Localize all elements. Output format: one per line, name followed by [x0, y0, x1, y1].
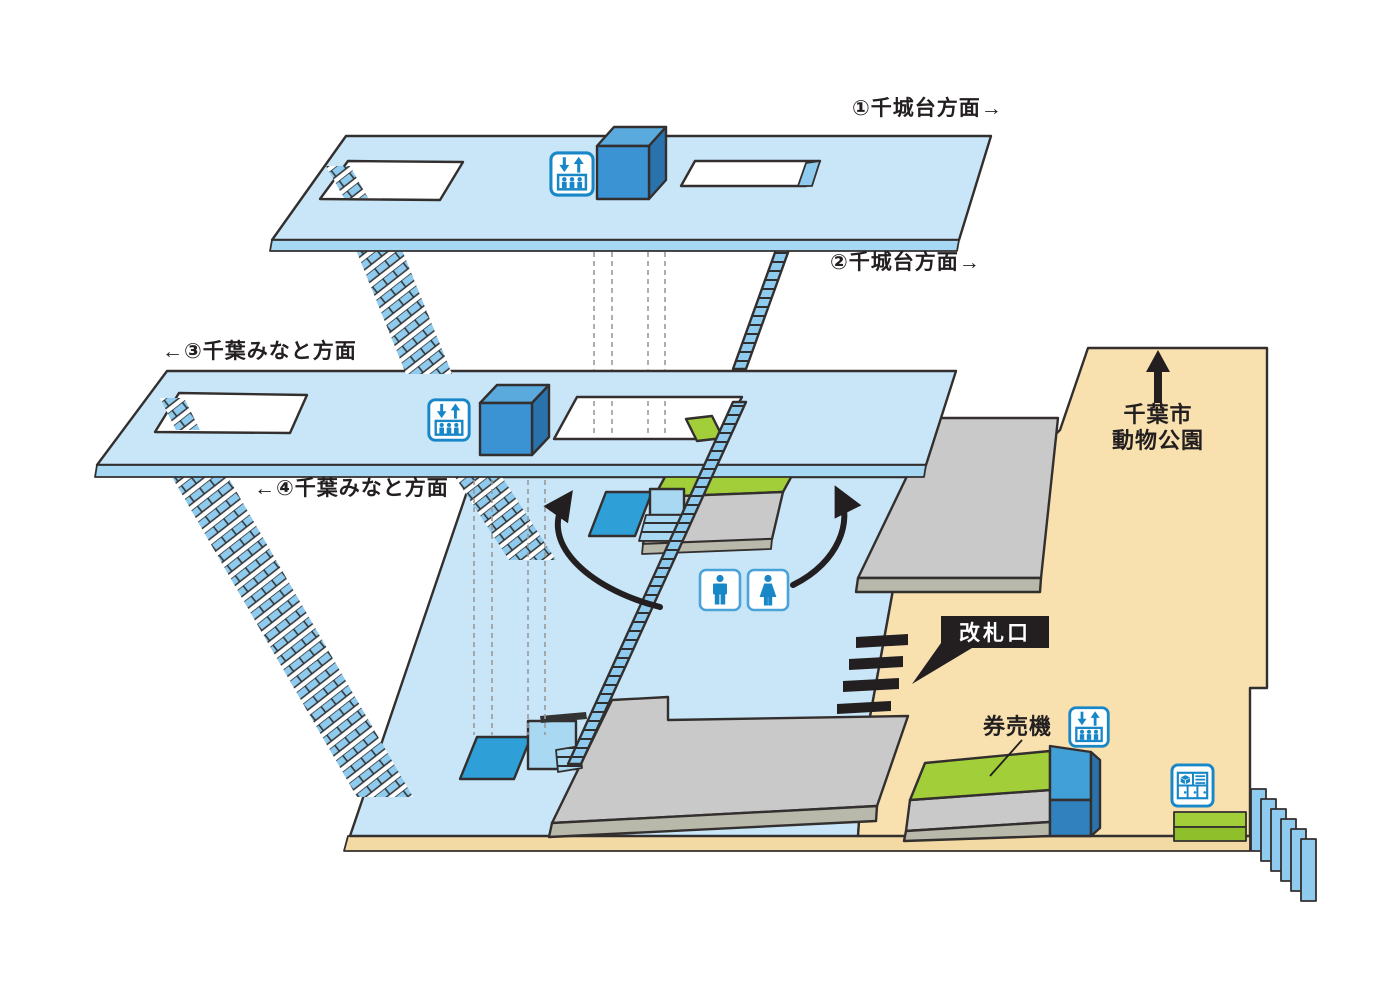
- label-platform4-chibaminato: ←④千葉みなと方面: [254, 477, 449, 500]
- elevator-icon-platform34: [427, 398, 471, 442]
- street-exit-stairs: [1250, 788, 1317, 902]
- escalator-12-to-34: [731, 245, 792, 371]
- platform-34-edge: [94, 464, 927, 478]
- elevator-shaft-guides-upper: [593, 252, 666, 370]
- label-platform1-chishirodai: ①千城台方面→: [852, 97, 1003, 120]
- up-arrow-icon: [1146, 350, 1170, 403]
- ticket-gate-bars: [837, 634, 908, 714]
- label-zoo-destination-line1: 千葉市: [1123, 402, 1193, 427]
- circulation-arrows: [543, 485, 862, 610]
- ticket-gate-badge: 改札口: [941, 616, 1049, 648]
- label-platform2-chishirodai: ②千城台方面→: [830, 251, 981, 274]
- ground-elevator-box: [1048, 744, 1102, 838]
- platform-12-elevator-tower: [595, 125, 668, 201]
- elevator-icon-platform12: [549, 151, 595, 197]
- elevator-shaft-guides-lower: [473, 480, 546, 735]
- platform-12: [269, 125, 993, 252]
- platform-34-steps: [160, 398, 200, 430]
- restroom-women-icon: [746, 568, 790, 612]
- stairs-platform12-to-34: [352, 240, 452, 374]
- floor-slab-edge: [343, 835, 1251, 852]
- ticket-machine-leader: [989, 739, 1023, 777]
- escalator-34-to-ground: [566, 400, 748, 766]
- ground-left-elevator: [458, 712, 587, 781]
- lower-slab-front: [547, 804, 879, 839]
- label-platform3-chibaminato: ←③千葉みなと方面: [162, 340, 357, 363]
- ticket-machine-block: [902, 749, 1052, 843]
- platform-12-steps: [326, 166, 368, 198]
- canopy-slab-front: [854, 576, 1043, 594]
- coin-locker-icon: [1170, 763, 1215, 808]
- platform-34: [94, 369, 958, 478]
- platform-12-edge: [269, 239, 960, 252]
- label-zoo-destination-line2: 動物公園: [1111, 428, 1205, 453]
- label-ticket-machine: 券売機: [983, 714, 1053, 739]
- restroom-men-icon: [698, 568, 742, 612]
- ground-structures: [458, 416, 1317, 902]
- coin-locker-block: [1173, 811, 1247, 842]
- ticket-gate-badge-tail: [912, 643, 972, 684]
- mezzanine-elevator: [587, 487, 686, 542]
- escalator-top: [797, 160, 821, 187]
- platform-34-elevator-tower: [478, 383, 551, 457]
- elevator-shaft-guides-through-opening: [593, 401, 666, 435]
- stairs-platform34-to-ground: [172, 477, 556, 797]
- elevator-icon-concourse: [1068, 706, 1110, 748]
